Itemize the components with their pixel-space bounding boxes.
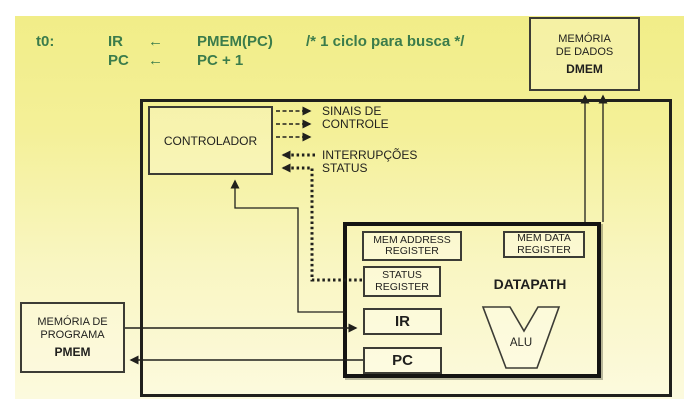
code-comment-1: /* 1 ciclo para busca */ xyxy=(306,33,465,50)
interrupts-label: INTERRUPÇÕES xyxy=(322,148,418,162)
pc-register-box: PC xyxy=(363,347,442,374)
code-arrow-2: ← xyxy=(148,52,163,69)
control-signals-label: SINAIS DE CONTROLE xyxy=(322,104,389,131)
code-src-1: PMEM(PC) xyxy=(197,33,273,50)
code-time-label: t0: xyxy=(36,33,55,50)
dmem-box: MEMÓRIA DE DADOS DMEM xyxy=(529,17,640,91)
code-dest-2: PC xyxy=(108,52,129,69)
code-src-2: PC + 1 xyxy=(197,52,244,69)
pmem-box: MEMÓRIA DE PROGRAMA PMEM xyxy=(20,302,125,373)
status-register-line2: REGISTER xyxy=(375,280,429,293)
pc-label: PC xyxy=(392,352,413,369)
pmem-label-line1: MEMÓRIA DE xyxy=(37,316,108,328)
mem-data-register-line2: REGISTER xyxy=(517,243,571,256)
ir-register-box: IR xyxy=(363,308,442,335)
mem-address-register-line1: MEM ADDRESS xyxy=(373,233,451,246)
status-register-line1: STATUS xyxy=(382,269,422,281)
controller-label: CONTROLADOR xyxy=(163,133,258,148)
system-boundary-box xyxy=(140,99,672,397)
dmem-name: DMEM xyxy=(566,61,603,76)
ir-label: IR xyxy=(395,313,410,330)
mem-data-register-box: MEM DATA REGISTER xyxy=(503,231,585,258)
controller-box: CONTROLADOR xyxy=(148,106,273,175)
code-arrow-1: ← xyxy=(148,33,163,50)
mem-data-register-line1: MEM DATA xyxy=(517,232,571,244)
code-dest-1: IR xyxy=(108,33,123,50)
datapath-box xyxy=(343,222,601,378)
mem-address-register-line2: REGISTER xyxy=(385,245,439,257)
datapath-label: DATAPATH xyxy=(493,276,567,292)
pmem-label-line2: PROGRAMA xyxy=(40,329,105,341)
status-register-box: STATUS REGISTER xyxy=(363,266,441,297)
mem-address-register-box: MEM ADDRESS REGISTER xyxy=(362,231,462,261)
pmem-name: PMEM xyxy=(54,345,91,359)
dmem-label-line1: MEMÓRIA xyxy=(558,32,611,45)
dmem-label-line2: DE DADOS xyxy=(555,45,614,58)
status-label: STATUS xyxy=(322,161,368,175)
